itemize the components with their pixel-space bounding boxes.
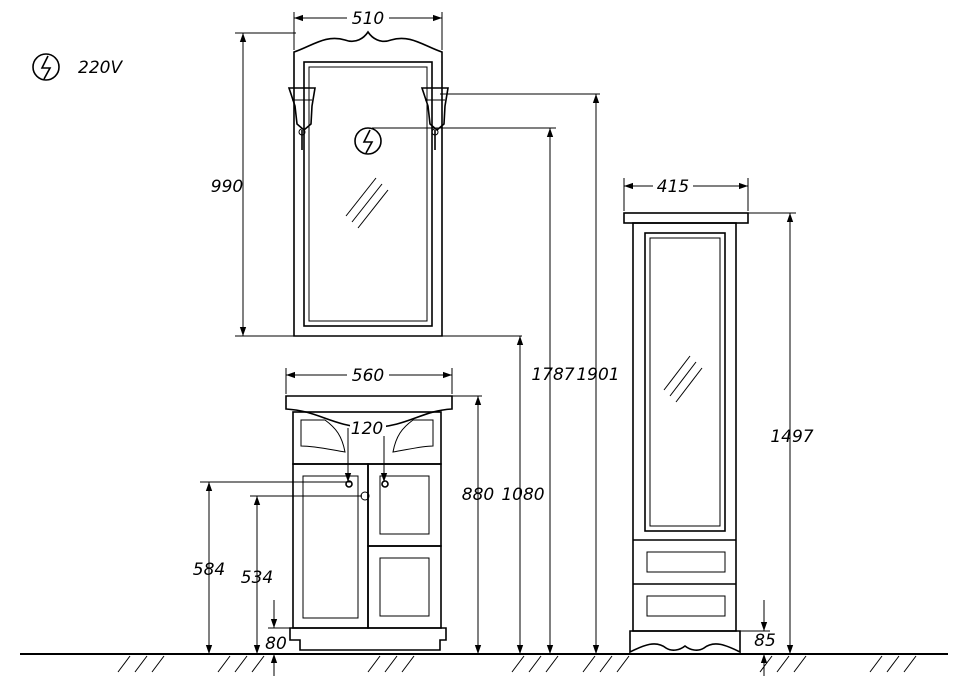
tall-cabinet [623,212,749,654]
mirror [287,30,449,337]
wall-lamp-right [420,87,449,150]
dim-socket-height: 1787 [531,365,574,385]
lightning-bolt-icon [32,53,60,81]
dim-vanity-width: 560 [352,366,384,386]
power-legend: 220V [32,53,123,81]
power-legend-label: 220V [78,58,123,78]
dim-cabinet-width: 415 [657,177,689,197]
dim-mirror-height: 990 [211,177,243,197]
mirror-glass-reflection [345,177,389,229]
dim-vanity-top-height: 1080 [501,485,544,505]
dim-vanity-plinth: 80 [265,634,287,654]
dim-pipe-height-2: 534 [241,568,273,588]
dim-mirror-top-height: 1901 [576,365,619,385]
dim-mirror-width: 510 [352,9,384,29]
dimension-labels: 510 990 560 120 415 1787 1901 880 1080 5… [193,8,814,654]
socket-lightning-bolt-icon [354,127,382,155]
dim-cabinet-height: 1497 [770,427,813,447]
dim-pipe-height-1: 584 [193,560,225,580]
floor-line [20,653,948,673]
dim-basin-offset: 120 [351,419,383,439]
cabinet-glass-reflection [663,355,703,403]
dimension-lines [200,12,796,676]
dim-cabinet-plinth: 85 [754,631,776,651]
wall-lamp-left [287,87,316,150]
dim-vanity-height: 880 [462,485,494,505]
